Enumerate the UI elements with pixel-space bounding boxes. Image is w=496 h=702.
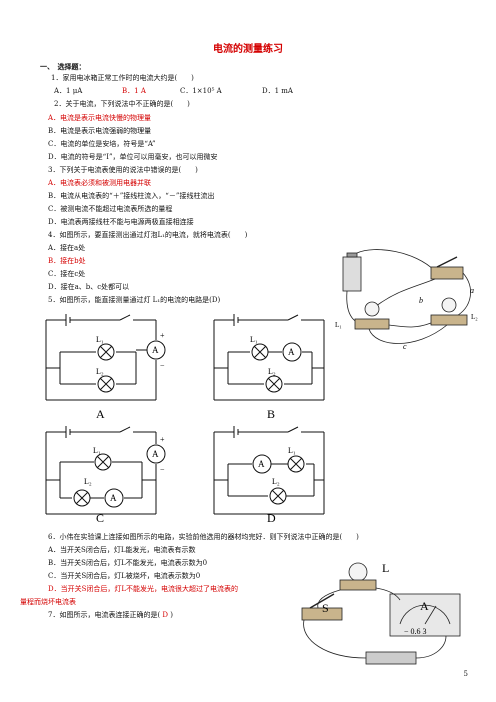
page-title: 电流的测量练习: [213, 44, 283, 55]
q2-option-d: D．电流的符号是“I”，单位可以用毫安，也可以用微安: [48, 153, 218, 161]
label-circuit-b: B: [267, 407, 275, 421]
q1-option-d: D．1 mA: [262, 87, 293, 95]
q1-option-a: A．1 μA: [54, 87, 83, 95]
svg-text:A: A: [288, 347, 295, 357]
label-c: c: [403, 342, 407, 351]
q2-option-a: A．电流是表示电流快慢的物理量: [48, 114, 152, 122]
q6-option-d-cont: 量程而烧坏电流表: [20, 598, 76, 606]
switch-icon: [301, 607, 343, 621]
svg-text:A: A: [420, 599, 429, 613]
battery-icon: [342, 256, 362, 292]
label-circuit-d: D: [267, 511, 276, 522]
q6-option-c: C．当开关S闭合后，灯L被烧坏，电流表示数为0: [48, 572, 201, 580]
circuit-b: [213, 314, 325, 401]
svg-text:L₂: L₂: [84, 477, 92, 486]
battery-icon: [365, 651, 417, 665]
q3-option-b: B．电流从电流表的“＋”接线柱流入，“－”接线柱流出: [48, 192, 215, 200]
svg-text:L₁: L₁: [93, 446, 101, 455]
ammeter-icon: [282, 342, 302, 362]
q4-option-b: B．接在b处: [48, 257, 86, 265]
q7-answer: D: [160, 611, 171, 619]
svg-text:−: −: [160, 361, 165, 370]
svg-text:+: +: [160, 435, 165, 444]
svg-text:A: A: [152, 345, 159, 355]
lamp-base-l1: [354, 318, 390, 330]
svg-text:L₂: L₂: [268, 367, 276, 376]
svg-text:L₂: L₂: [96, 367, 104, 376]
svg-text:A: A: [110, 493, 117, 503]
svg-text:L₁: L₁: [250, 335, 258, 344]
circuit-c: [45, 426, 166, 515]
svg-text:A: A: [152, 449, 159, 459]
q1-option-b: B．1 A: [122, 87, 146, 95]
q3-stem: 3．下列关于电流表使用的说法中错误的是( ): [48, 166, 198, 174]
label-circuit-a: A: [96, 407, 105, 421]
q2-option-b: B．电流是表示电流强弱的物理量: [48, 127, 152, 135]
svg-text:L₁: L₁: [288, 446, 296, 455]
svg-text:L₁: L₁: [96, 335, 104, 344]
label-l1: L₁: [335, 321, 342, 329]
label-l: L: [382, 561, 389, 575]
label-a: a: [470, 286, 474, 295]
svg-text:−: −: [160, 465, 165, 474]
q3-option-a: A．电流表必须和被测用电器并联: [48, 179, 152, 187]
q6-option-a: A．当开关S闭合后，灯L能发光，电流表有示数: [48, 546, 196, 554]
q6-option-b: B．当开关S闭合后，灯L不能发光，电流表示数为0: [48, 559, 208, 567]
label-l2: L₂: [471, 313, 478, 321]
q3-option-c: C．被测电流不能超过电流表所选的量程: [48, 205, 173, 213]
q4-option-a: A．接在a处: [48, 244, 86, 252]
circuit-a: [45, 314, 166, 401]
label-b: b: [419, 296, 423, 305]
ammeter-icon: [104, 488, 124, 508]
lamp-base: [339, 579, 377, 591]
lamp-base-l2: [430, 314, 468, 326]
bulb-icon: [441, 297, 457, 313]
circuit-d: [213, 426, 325, 515]
q2-option-c: C．电流的单位是安培，符号是“A”: [48, 140, 156, 148]
svg-text:− 0.6 3: − 0.6 3: [404, 627, 427, 636]
q4-apparatus-figure: a b c L₁ L₂: [335, 249, 478, 351]
q5-stem: 5．如图所示，能直接测量通过灯 L₁的电流的电路是(D): [48, 296, 221, 304]
q5-circuits-figure: A + − L₁ L₂ A A L₁ L₂ B A + − L₁ L₂ A C …: [45, 314, 325, 522]
q4-option-c: C．接在c处: [48, 270, 86, 278]
q6-apparatus-figure: L S A − 0.6 3: [301, 561, 461, 665]
ammeter-icon: [146, 444, 166, 464]
section-heading: 一、 选择题：: [40, 62, 86, 71]
ammeter-icon: [389, 593, 461, 637]
q3-option-d: D．电流表两接线柱不能与电源两极直接相连接: [48, 218, 194, 226]
q6-stem: 6．小伟在实验课上连接如图所示的电路，实验前他选用的器材均完好．则下列说法中正确…: [48, 533, 359, 541]
label-s: S: [322, 601, 329, 615]
q4-stem: 4．如图所示，要直接测出通过灯泡L₁的电流，就将电流表( ): [48, 231, 248, 239]
svg-text:+: +: [160, 331, 165, 340]
label-circuit-c: C: [96, 511, 104, 522]
bulb-icon: [364, 301, 380, 317]
page-number: 5: [463, 670, 468, 678]
q2-stem: 2．关于电流，下列说法中不正确的是( ): [54, 100, 190, 108]
q7-stem: 7．如图所示，电流表连接正确的是( D ): [48, 611, 173, 619]
bulb-icon: [348, 562, 368, 582]
q4-option-d: D．接在a、b、c处都可以: [48, 283, 130, 291]
svg-text:L₂: L₂: [272, 477, 280, 486]
svg-text:A: A: [258, 459, 265, 469]
q6-option-d: D．当开关S闭合后，灯L不能发光，电流很大超过了电流表的: [48, 585, 239, 593]
q1-option-c: C．1×10⁵ A: [180, 87, 222, 95]
switch-icon: [430, 266, 464, 280]
q1-stem: 1．家用电冰箱正常工作时的电流大约是( ): [51, 74, 194, 82]
